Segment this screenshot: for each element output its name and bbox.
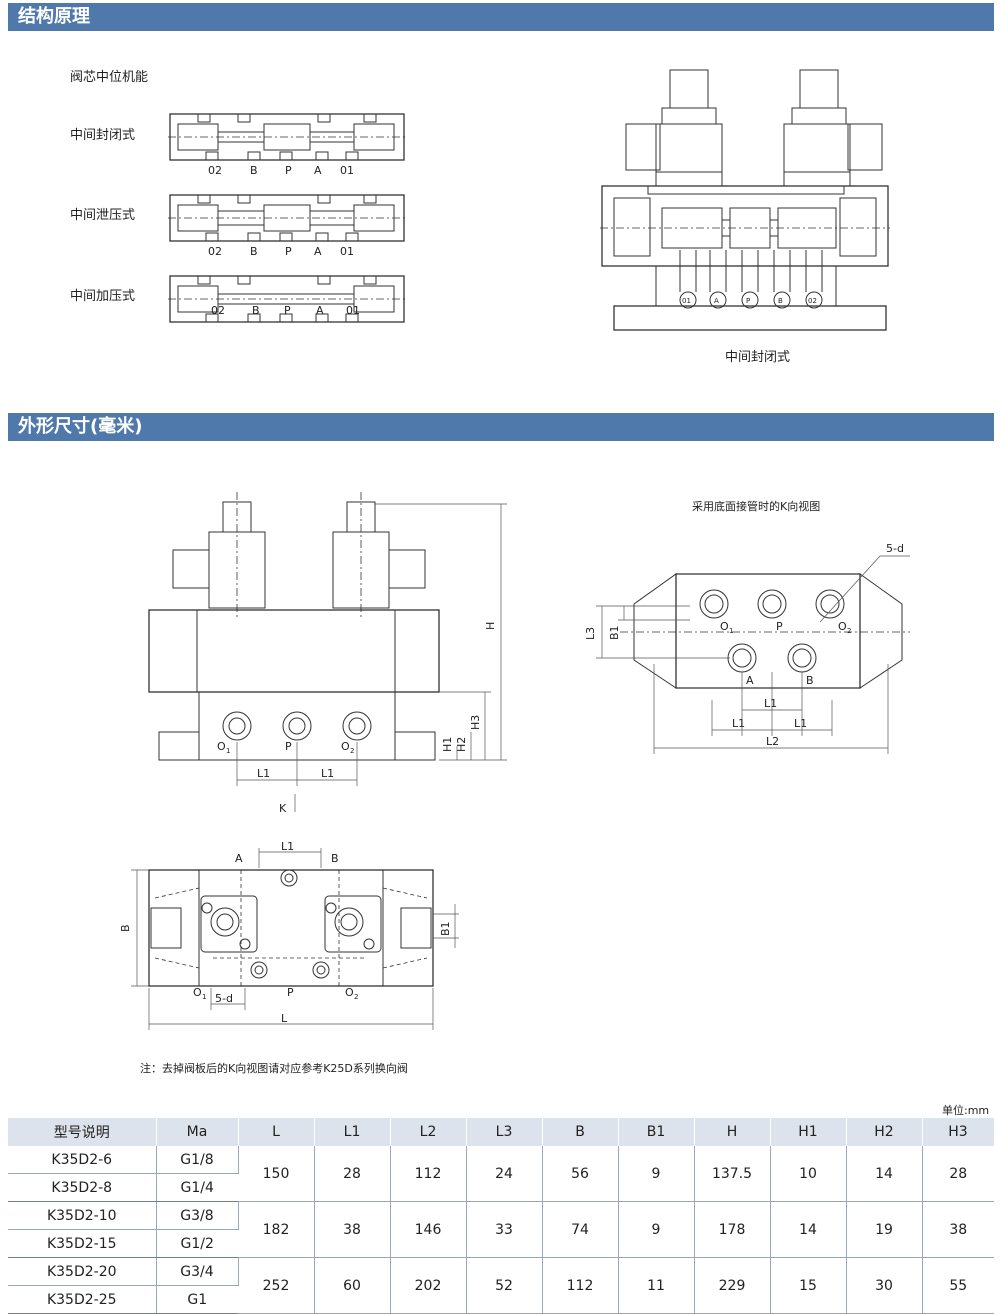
dim-B: B [119,924,132,932]
structure-caption: 中间封闭式 [725,350,791,365]
port-label: 01 [340,164,354,177]
spool-diagram-closed: 02 B P A 01 [168,113,406,177]
port-A: A [235,852,243,865]
port-label: 01 [346,304,360,317]
port-label: A [714,297,719,305]
spool-diagram-exhaust: 02 B P A 01 [168,194,406,258]
port-label: A [314,245,322,258]
port-label: 01 [340,245,354,258]
port-O2-sub: 2 [350,747,354,755]
port-O1-sub: 1 [729,627,733,635]
port-label: P [746,297,750,305]
dim-L1: L1 [321,767,334,780]
col-header: L1 [314,1118,391,1146]
port-label: B [250,164,258,177]
port-O1: O [720,620,729,633]
port-A: A [746,674,754,687]
port-O2-sub: 2 [354,993,358,1001]
mode-label-pressure: 中间加压式 [70,289,136,304]
dim-5-d: 5-d [215,992,233,1005]
section-header-dimensions: 外形尺寸(毫米) [8,413,994,441]
dim-H2: H2 [455,737,468,752]
port-label: P [285,245,292,258]
col-header: B [542,1118,619,1146]
port-label: B [250,245,258,258]
dim-H: H [484,622,497,630]
col-header: H2 [846,1118,923,1146]
mode-label-closed: 中间封闭式 [70,128,136,143]
col-header: Ma [156,1118,239,1146]
dim-L1: L1 [257,767,270,780]
port-label: 02 [208,245,222,258]
view-arrow-K: K [279,802,287,815]
port-P: P [285,740,292,753]
port-O1-sub: 1 [202,993,206,1001]
port-O2: O [838,620,847,633]
spec-table: 型号说明 Ma L L1 L2 L3 B B1 H H1 H2 H3 K35D2… [8,1118,995,1314]
port-O1-sub: 1 [226,747,230,755]
port-label: P [284,304,291,317]
valve-section-drawing: 01 A P B 02 [600,69,890,331]
dim-L2: L2 [766,735,779,748]
dim-B1: B1 [608,625,621,640]
bottom-view-title: 采用底面接管时的K向视图 [692,500,821,513]
col-header: B1 [618,1118,695,1146]
port-label: 02 [808,297,817,305]
port-P: P [776,620,783,633]
dim-L1: L1 [794,717,807,730]
dim-H3: H3 [469,715,482,730]
col-header: H [694,1118,771,1146]
port-O2: O [341,740,350,753]
spool-diagram-pressure: 02 B P A 01 [168,275,406,323]
footnote: 注：去掉阀板后的K向视图请对应参考K25D系列换向阀 [140,1062,408,1075]
dim-B1: B1 [439,921,452,936]
table-header-row: 型号说明 Ma L L1 L2 L3 B B1 H H1 H2 H3 [8,1118,995,1146]
dim-L1: L1 [281,840,294,853]
col-header: H1 [770,1118,847,1146]
port-label: 02 [208,164,222,177]
port-O1: O [193,986,202,999]
port-label: A [314,164,322,177]
dim-L: L [281,1012,288,1025]
unit-label: 单位:mm [942,1104,990,1117]
section-header-structure: 结构原理 [8,3,994,31]
port-P: P [287,986,294,999]
dim-H1: H1 [441,737,454,752]
port-label: B [252,304,260,317]
mode-label-exhaust: 中间泄压式 [70,208,136,223]
port-O1: O [217,740,226,753]
port-B: B [331,852,339,865]
port-label: 01 [682,297,691,305]
col-header: 型号说明 [8,1118,157,1146]
port-O2-sub: 2 [847,627,851,635]
port-label: B [778,297,783,305]
col-header: H3 [922,1118,995,1146]
col-header: L3 [466,1118,543,1146]
col-header: L [238,1118,315,1146]
port-O2: O [345,986,354,999]
dim-L1: L1 [764,697,777,710]
port-label: 02 [211,304,225,317]
dim-5-d: 5-d [886,542,904,555]
port-label: A [316,304,324,317]
spool-function-title: 阀芯中位机能 [70,70,149,85]
col-header: L2 [390,1118,467,1146]
dim-L3: L3 [584,627,597,640]
dim-L1: L1 [732,717,745,730]
port-label: P [285,164,292,177]
port-B: B [806,674,814,687]
